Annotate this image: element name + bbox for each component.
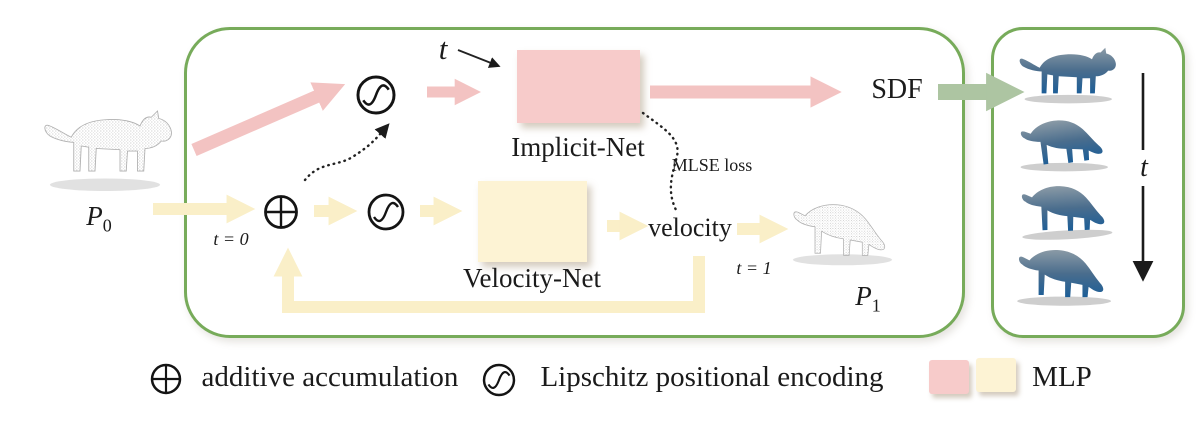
- legend-pink-mlp-chip: [929, 360, 969, 394]
- t-axis-label: t: [1140, 152, 1148, 183]
- morph-frame-4: [1017, 250, 1112, 306]
- t-zero-label: t = 0: [213, 229, 249, 249]
- p0-label: P0: [86, 201, 112, 236]
- lipschitz-encoding-legend-icon: [482, 363, 516, 397]
- morph-frame-1: [1019, 47, 1116, 104]
- legend-additive-label: additive accumulation: [201, 361, 459, 393]
- implicit-flow-arrows: [191, 76, 842, 156]
- lipschitz-encoding-icon: [356, 75, 396, 115]
- velocity-flow-arrows: [153, 194, 789, 313]
- additive-accumulation-icon: [264, 195, 298, 229]
- lipschitz-encoding-icon: [367, 193, 405, 231]
- t-input-label: t: [438, 31, 448, 66]
- morph-frame-3: [1021, 183, 1113, 240]
- t-input-arrow: [457, 49, 501, 68]
- accumulation-feedback-path: [273, 247, 705, 313]
- p1-label: P1: [855, 281, 881, 316]
- p0-letter: P: [86, 201, 103, 231]
- legend-lipschitz-label: Lipschitz positional encoding: [540, 361, 884, 393]
- velocity-net-label: Velocity-Net: [463, 263, 601, 293]
- target-pointcloud-pig: [793, 204, 892, 266]
- sdf-label: SDF: [871, 74, 923, 105]
- legend-mlp-label: MLP: [1032, 361, 1092, 393]
- mlse-loss-dotted-curve: [641, 111, 679, 212]
- shared-encoding-dotted-arrow: [303, 123, 390, 182]
- source-pointcloud-cow: [44, 110, 173, 191]
- p1-letter: P: [855, 281, 872, 311]
- p1-subscript: 1: [871, 295, 881, 316]
- implicit-net-label: Implicit-Net: [511, 132, 645, 162]
- p0-subscript: 0: [102, 215, 112, 236]
- mlse-loss-label: MLSE loss: [671, 155, 753, 175]
- velocity-net-box: [478, 181, 587, 262]
- t-one-label: t = 1: [736, 258, 772, 278]
- additive-accumulation-legend-icon: [150, 363, 182, 395]
- velocity-label: velocity: [648, 213, 732, 242]
- implicit-net-box: [517, 50, 640, 123]
- morph-frame-2: [1019, 114, 1108, 172]
- legend-yellow-mlp-chip: [976, 358, 1016, 392]
